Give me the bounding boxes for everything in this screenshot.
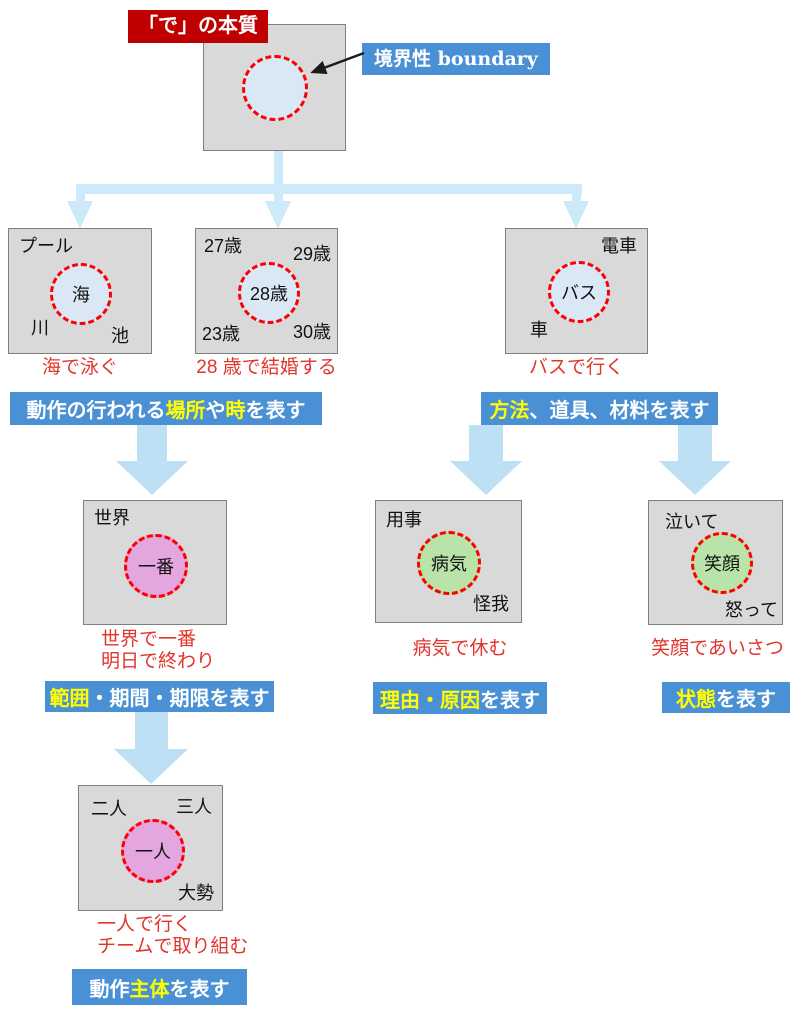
example-caption: 笑顔であいさつ <box>651 638 784 659</box>
banner-text: 動作 <box>89 978 130 1001</box>
outside-label: 29歳 <box>292 244 331 264</box>
banner-text-highlight: 理由・原因 <box>380 689 480 712</box>
banner-text-highlight: 範囲 <box>49 688 90 710</box>
boundary-pointer-arrow-icon <box>310 51 365 75</box>
banner-text-highlight: 状態 <box>676 689 716 711</box>
arrowhead-right-icon <box>563 201 589 229</box>
block-arrow-head-icon <box>450 461 522 495</box>
boundary-circle: 海 <box>50 263 112 325</box>
boundary-circle: 一番 <box>124 534 188 598</box>
outside-label: 30歳 <box>292 322 331 342</box>
page-title: 「で」の本質 <box>128 10 268 43</box>
outside-label: 23歳 <box>202 324 241 344</box>
inside-label: バス <box>561 283 597 303</box>
banner-text-highlight: 場所 <box>165 400 206 422</box>
example-caption: 28 歳で結婚する <box>196 357 337 378</box>
boundary-circle: 28歳 <box>238 262 300 324</box>
outside-label: 怒って <box>724 600 778 620</box>
example-box-age: 27歳 29歳 23歳 30歳 28歳 <box>195 228 338 354</box>
connector-mid-stub <box>274 193 283 202</box>
connector-root-stem <box>274 151 283 187</box>
outside-label: 27歳 <box>204 236 243 256</box>
banner-text: を表す <box>169 978 230 1001</box>
inside-label: 海 <box>72 285 90 305</box>
example-box-sickness: 用事 怪我 病気 <box>375 500 522 623</box>
outside-label: 車 <box>530 320 548 340</box>
outside-label: 怪我 <box>473 594 509 614</box>
arrowhead-left-icon <box>67 201 93 229</box>
outside-label: 泣いて <box>665 512 719 532</box>
example-caption: 一人で行く <box>97 914 193 935</box>
block-arrow-stem <box>678 425 712 462</box>
banner-text-highlight: 時 <box>225 400 246 422</box>
outside-label: 川 <box>31 318 49 338</box>
inside-label: 一番 <box>138 557 174 577</box>
outside-label: 世界 <box>94 508 130 528</box>
banner-place-time: 動作の行われる場所や時を表す <box>10 392 322 425</box>
example-box-alone: 二人 三人 大勢 一人 <box>78 785 223 911</box>
root-boundary-circle <box>242 55 308 121</box>
example-caption: バスで行く <box>528 357 624 378</box>
inside-label: 笑顔 <box>704 554 740 574</box>
block-arrow-stem <box>469 425 503 462</box>
inside-label: 一人 <box>135 842 171 862</box>
outside-label: 三人 <box>176 797 212 817</box>
banner-text: 、道具、材料を表す <box>529 400 710 422</box>
banner-text-highlight: 方法 <box>489 400 530 422</box>
outside-label: 大勢 <box>178 883 214 903</box>
boundary-circle: 笑顔 <box>691 532 753 594</box>
example-caption: チームで取り組む <box>97 936 249 957</box>
banner-text: を表す <box>480 689 540 712</box>
example-box-world: 世界 一番 <box>83 500 227 625</box>
example-caption: 病気で休む <box>412 638 508 659</box>
banner-agent: 動作主体を表す <box>72 969 247 1005</box>
outside-label: 二人 <box>91 799 127 819</box>
outside-label: プール <box>19 236 73 256</box>
example-box-sea: プール 川 池 海 <box>8 228 152 354</box>
banner-text: や <box>205 400 226 422</box>
block-arrow-head-icon <box>116 461 188 495</box>
banner-text: を表す <box>716 689 776 711</box>
banner-text: を表す <box>245 400 306 422</box>
connector-horizontal-bar <box>76 184 582 194</box>
arrowhead-mid-icon <box>265 201 291 229</box>
inside-label: 28歳 <box>249 284 289 304</box>
block-arrow-head-icon <box>659 461 731 495</box>
block-arrow-stem <box>135 712 168 750</box>
banner-text: ・期間・期限を表す <box>89 688 270 710</box>
example-caption: 明日で終わり <box>101 651 216 672</box>
banner-method: 方法、道具、材料を表す <box>481 392 718 425</box>
connector-left-stub <box>76 193 85 202</box>
outside-label: 電車 <box>601 236 637 256</box>
block-arrow-stem <box>137 425 167 462</box>
inside-label: 病気 <box>431 554 467 574</box>
banner-range: 範囲・期間・期限を表す <box>45 681 274 712</box>
boundary-circle: 病気 <box>417 531 481 595</box>
example-box-bus: 電車 車 バス <box>505 228 648 354</box>
outside-label: 池 <box>111 326 129 346</box>
connector-right-stub <box>572 193 581 202</box>
banner-state: 状態を表す <box>662 682 790 713</box>
boundary-circle: バス <box>548 261 610 323</box>
example-box-smile: 泣いて 怒って 笑顔 <box>648 500 783 625</box>
example-caption: 海で泳ぐ <box>41 357 118 378</box>
banner-text: 動作の行われる <box>26 400 166 422</box>
outside-label: 用事 <box>386 510 422 530</box>
banner-reason: 理由・原因を表す <box>373 682 547 714</box>
block-arrow-head-icon <box>114 749 188 784</box>
boundary-label: 境界性 boundary <box>362 43 550 75</box>
boundary-circle: 一人 <box>121 819 185 883</box>
example-caption: 世界で一番 <box>101 629 197 650</box>
banner-text-highlight: 主体 <box>129 978 170 1001</box>
